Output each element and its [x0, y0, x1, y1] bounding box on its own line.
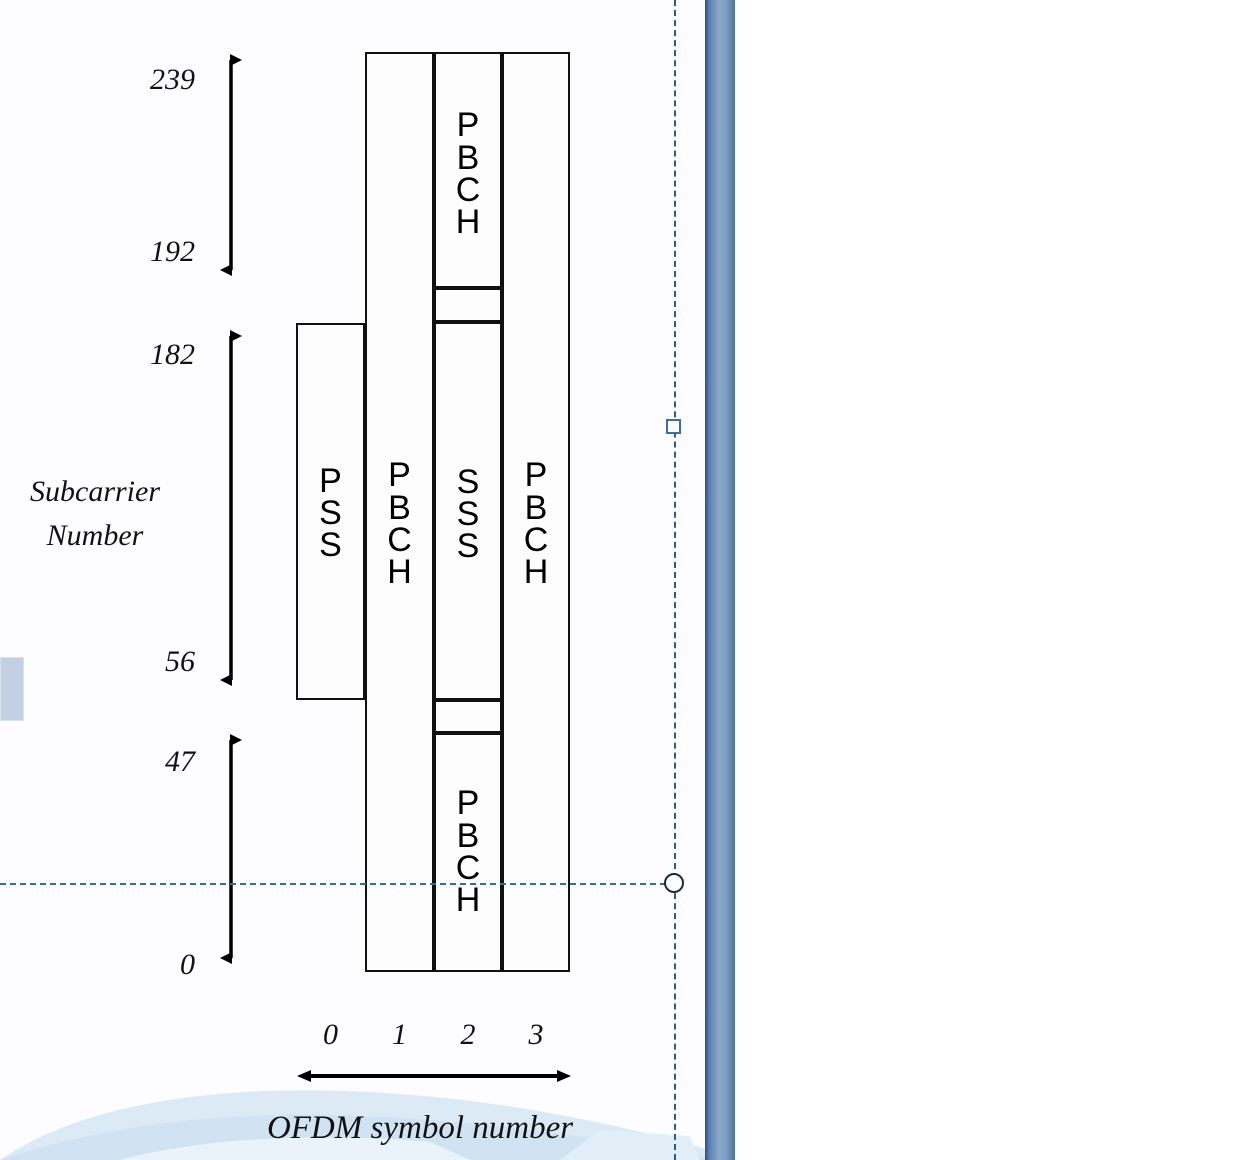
letter: P	[388, 456, 411, 495]
letter: P	[456, 106, 480, 145]
block-pbch-symbol-2-top[interactable]: P B C H	[434, 52, 502, 288]
block-pbch-symbol-2-bottom[interactable]: P B C H	[434, 733, 502, 972]
block-pbch-symbol-3[interactable]: P B C H	[502, 52, 570, 972]
letter: P	[319, 461, 342, 500]
letter: H	[455, 203, 481, 242]
letter: C	[523, 521, 549, 559]
left-edge-blue-tab	[0, 657, 24, 721]
letter: S	[456, 494, 480, 533]
letter: S	[456, 527, 480, 566]
letter: B	[388, 488, 411, 527]
letter: C	[455, 171, 481, 209]
block-pbch-symbol-2-bottom-label: P B C H	[436, 762, 500, 942]
block-guard-symbol-2-upper	[434, 288, 502, 322]
block-sss-symbol-2[interactable]: S S S	[434, 322, 502, 700]
block-guard-symbol-2-lower	[434, 700, 502, 733]
letter: S	[319, 493, 342, 532]
y-axis-title: Subcarrier Number	[0, 470, 190, 557]
y-axis-title-line2: Number	[46, 518, 144, 552]
horizontal-guide-line[interactable]	[0, 883, 676, 885]
y-tick-label-192: 192	[150, 235, 195, 268]
right-blank-pane	[735, 0, 1250, 1160]
x-tick-label-0: 0	[323, 1018, 338, 1051]
block-pbch-symbol-2-top-label: P B C H	[436, 84, 500, 264]
y-tick-label-182: 182	[150, 338, 195, 371]
letter: H	[523, 553, 549, 592]
block-pbch-symbol-1[interactable]: P B C H	[365, 52, 434, 972]
y-tick-label-56: 56	[165, 645, 195, 678]
y-axis-title-line1: Subcarrier	[30, 475, 160, 508]
letter: H	[387, 553, 412, 592]
y-tick-label-47: 47	[165, 745, 195, 778]
letter: B	[456, 138, 480, 177]
letter: S	[456, 462, 480, 501]
letter: P	[456, 784, 480, 823]
block-pbch-symbol-1-label: P B C H	[367, 434, 432, 614]
x-tick-label-2: 2	[460, 1018, 476, 1051]
letter: C	[387, 521, 412, 559]
x-tick-label-3: 3	[528, 1018, 544, 1051]
block-pss-symbol-0-label: P S S	[298, 443, 363, 583]
vertical-guide-line[interactable]	[674, 0, 676, 1160]
vertical-divider-bar[interactable]	[705, 0, 735, 1160]
guide-circle-handle[interactable]	[664, 873, 684, 893]
letter: S	[319, 526, 342, 565]
y-tick-label-239: 239	[150, 63, 195, 96]
x-tick-label-1: 1	[392, 1018, 407, 1051]
y-tick-label-0: 0	[180, 948, 195, 981]
letter: H	[455, 881, 481, 920]
letter: P	[524, 456, 548, 495]
guide-square-handle[interactable]	[666, 419, 681, 434]
letter: B	[524, 488, 548, 527]
x-axis-caption: OFDM symbol number	[266, 1110, 574, 1146]
letter: C	[455, 849, 481, 887]
letter: B	[456, 816, 480, 855]
block-pss-symbol-0[interactable]: P S S	[296, 323, 365, 700]
block-pbch-symbol-3-label: P B C H	[504, 434, 568, 614]
block-sss-symbol-2-label: S S S	[436, 444, 500, 584]
